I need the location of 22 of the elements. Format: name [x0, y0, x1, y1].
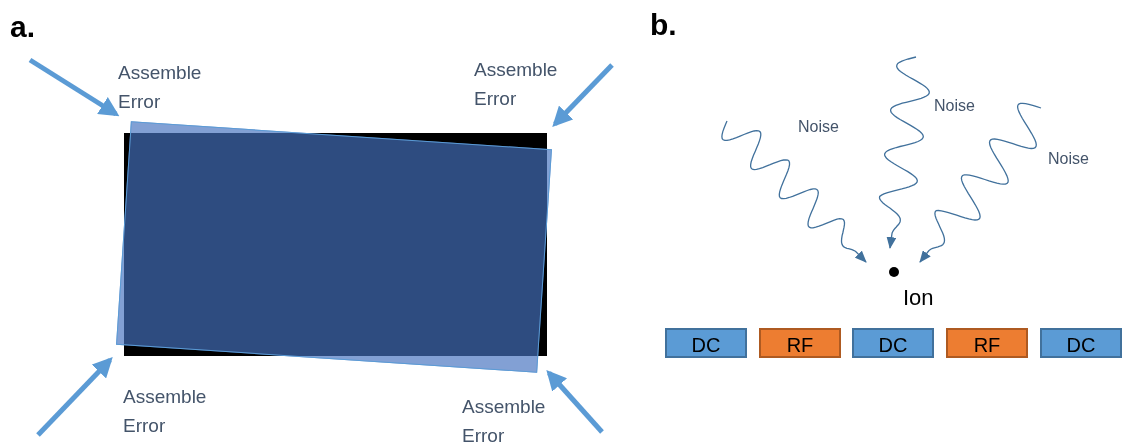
wavy-arrow: [721, 120, 867, 263]
annotation-text: Noise: [934, 96, 975, 116]
electrode-box: RF: [946, 328, 1028, 358]
panel-label: a.: [10, 9, 36, 45]
electrode-box: DC: [852, 328, 934, 358]
electrode-box: RF: [759, 328, 841, 358]
annotation-text: Noise: [1048, 149, 1089, 169]
wavy-arrow: [878, 56, 930, 249]
annotation-text: Noise: [798, 117, 839, 137]
ion-label: Ion: [903, 287, 934, 309]
panel-label: b.: [650, 7, 677, 43]
arrow: [28, 57, 120, 117]
arrow: [36, 357, 113, 437]
electrode-box: DC: [1040, 328, 1122, 358]
arrow: [546, 370, 604, 434]
electrode-box: DC: [665, 328, 747, 358]
annotation-text: Assemble Error: [462, 395, 547, 447]
annotation-text: Assemble Error: [123, 385, 208, 438]
annotation-text: Assemble Error: [474, 58, 559, 111]
wavy-arrow: [919, 102, 1042, 263]
annotation-text: Assemble Error: [118, 61, 203, 114]
arrow: [552, 63, 614, 127]
